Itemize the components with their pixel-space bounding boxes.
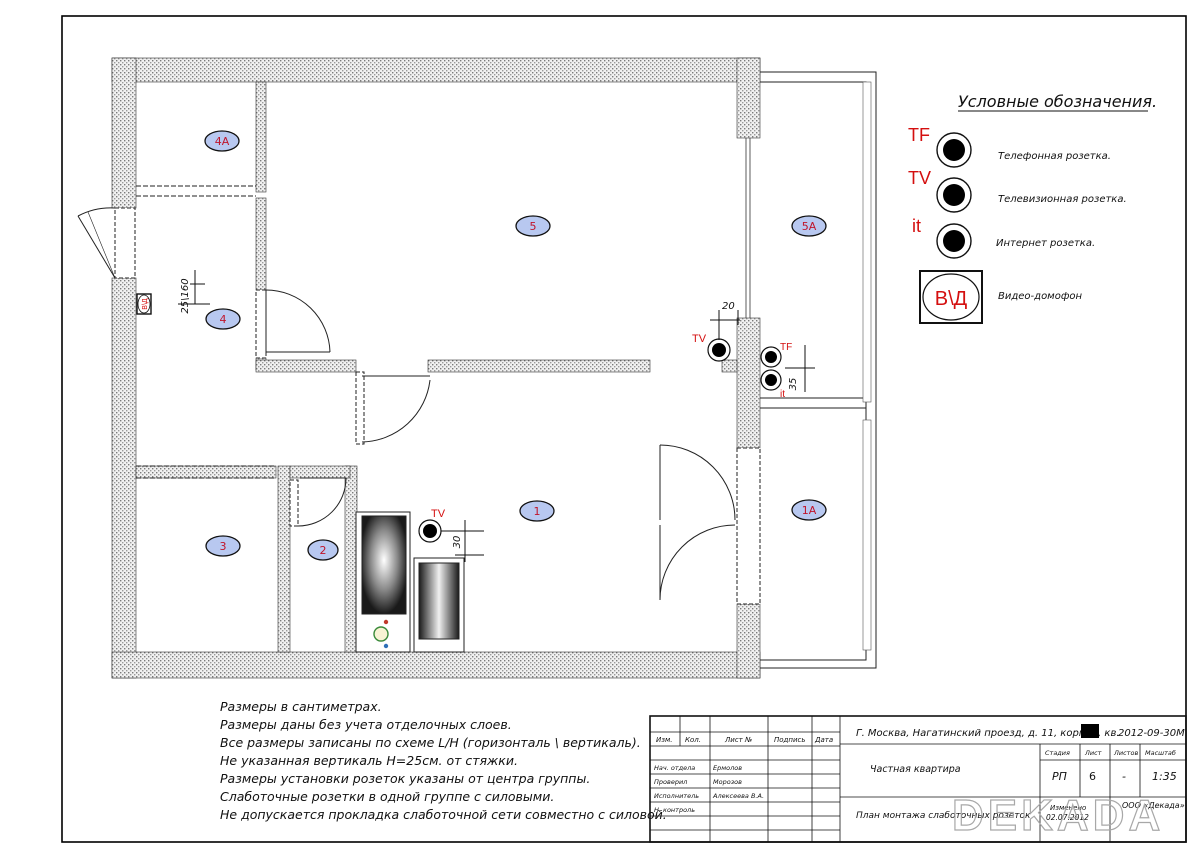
svg-text:Кол.: Кол. xyxy=(685,736,701,744)
svg-text:Изм.: Изм. xyxy=(656,736,672,744)
balcony xyxy=(760,71,877,669)
svg-text:Ермолов: Ермолов xyxy=(713,764,742,772)
room-labels: 4A 5 5A 4 1 1A 3 2 xyxy=(204,130,827,561)
svg-text:Размеры в сантиметрах.: Размеры в сантиметрах. xyxy=(220,699,382,714)
svg-text:it: it xyxy=(912,216,921,236)
svg-text:Листов: Листов xyxy=(1113,749,1138,757)
title-project: Частная квартира xyxy=(870,764,961,775)
svg-text:TV: TV xyxy=(692,333,707,345)
title-sheet: План монтажа слаботочных розеток xyxy=(856,811,1031,821)
room-label-1: 1 xyxy=(519,500,555,522)
dim-tv-kitchen xyxy=(441,520,484,562)
svg-text:TV: TV xyxy=(431,508,446,520)
dim-intercom-text: 25\160 xyxy=(180,278,191,313)
kitchen-appliances xyxy=(355,511,465,653)
svg-text:Дата: Дата xyxy=(814,736,833,744)
legend-item-intercom: В\Д Видео-домофон xyxy=(919,270,1083,324)
svg-text:Лист: Лист xyxy=(1084,749,1102,757)
svg-text:4: 4 xyxy=(220,313,227,326)
svg-text:1:35: 1:35 xyxy=(1152,770,1177,783)
room-label-5: 5 xyxy=(515,215,551,237)
room-label-3: 3 xyxy=(205,535,241,557)
room-label-2: 2 xyxy=(307,539,339,561)
legend-item-it: it Интернет розетка. xyxy=(912,216,1095,259)
svg-text:6: 6 xyxy=(1089,770,1096,783)
walls xyxy=(111,57,761,679)
title-address: Г. Москва, Нагатинский проезд, д. 11, ко… xyxy=(856,728,1120,739)
watermark-logo: DEKADA xyxy=(952,791,1164,840)
room-label-4: 4 xyxy=(205,308,241,330)
dim-group-offset xyxy=(785,345,815,392)
svg-text:Н. контроль: Н. контроль xyxy=(654,806,695,814)
svg-text:2: 2 xyxy=(320,544,327,557)
svg-text:В\Д: В\Д xyxy=(142,298,149,310)
svg-text:Подпись: Подпись xyxy=(774,736,806,744)
svg-text:it: it xyxy=(780,389,785,400)
svg-text:02.07.2012: 02.07.2012 xyxy=(1046,813,1089,822)
svg-text:5A: 5A xyxy=(802,220,817,233)
svg-text:5: 5 xyxy=(530,220,537,233)
svg-text:TV: TV xyxy=(908,168,931,188)
svg-text:TF: TF xyxy=(908,125,930,145)
svg-text:3: 3 xyxy=(220,540,227,553)
notes: Размеры в сантиметрах. Размеры даны без … xyxy=(220,699,667,822)
tf-it-socket-group: TF it xyxy=(760,342,792,400)
legend-item-tv: TV Телевизионная розетка. xyxy=(908,168,1127,213)
svg-text:В\Д: В\Д xyxy=(935,288,968,310)
redacted-block xyxy=(1081,724,1099,738)
svg-text:1A: 1A xyxy=(802,504,817,517)
dim-tv-kitchen-text: 30 xyxy=(452,536,463,549)
svg-text:Все размеры записаны по схеме: Все размеры записаны по схеме L/H (гориз… xyxy=(220,735,641,750)
dim-group-offset-text: 35 xyxy=(788,378,799,391)
title-block: Изм. Кол. Лист № Подпись Дата Нач. отдел… xyxy=(649,715,1187,843)
svg-text:Телевизионная розетка.: Телевизионная розетка. xyxy=(998,194,1127,205)
svg-text:Морозов: Морозов xyxy=(713,778,742,786)
svg-text:Алексеева В.А.: Алексеева В.А. xyxy=(712,792,764,800)
svg-text:Не указанная вертикаль H=25см.: Не указанная вертикаль H=25см. от стяжки… xyxy=(220,753,518,768)
legend-item-tf: TF Телефонная розетка. xyxy=(908,125,1111,168)
svg-text:Проверил: Проверил xyxy=(654,778,687,786)
svg-text:ООО «Декада»: ООО «Декада» xyxy=(1122,801,1185,810)
tv-socket-room5: TV xyxy=(692,333,731,362)
svg-text:Размеры установки розеток указ: Размеры установки розеток указаны от цен… xyxy=(220,771,590,786)
svg-text:Стадия: Стадия xyxy=(1045,749,1070,757)
intercom-socket: В\Д xyxy=(136,293,152,315)
svg-text:TF: TF xyxy=(780,342,792,353)
legend-title: Условные обозначения. xyxy=(958,92,1157,111)
svg-text:Телефонная розетка.: Телефонная розетка. xyxy=(998,151,1111,162)
room-label-5a: 5A xyxy=(791,215,827,237)
room-label-1a: 1A xyxy=(791,499,827,521)
svg-text:4A: 4A xyxy=(215,135,230,148)
svg-text:Интернет розетка.: Интернет розетка. xyxy=(996,238,1095,249)
dim-tv-wall-text: 20 xyxy=(722,301,735,312)
doors xyxy=(77,185,761,605)
svg-text:Исполнитель: Исполнитель xyxy=(654,792,699,800)
room-label-4a: 4A xyxy=(204,130,240,152)
svg-text:Масштаб: Масштаб xyxy=(1145,749,1176,757)
title-code: 2012-09-30М xyxy=(1118,728,1185,739)
tv-socket-kitchen: TV xyxy=(418,508,446,543)
svg-text:Не допускается прокладка слабо: Не допускается прокладка слаботочной сет… xyxy=(220,807,667,822)
svg-text:-: - xyxy=(1122,770,1126,783)
drawing-frame xyxy=(61,15,1187,843)
legend: Условные обозначения. TF Телефонная розе… xyxy=(908,92,1157,324)
svg-text:Лист №: Лист № xyxy=(724,736,752,744)
sockets: В\Д 25\160 TV 20 TF it xyxy=(136,270,815,562)
svg-text:Слаботочные розетки в одной гр: Слаботочные розетки в одной группе с сил… xyxy=(220,789,554,804)
svg-text:Размеры даны без учета отделоч: Размеры даны без учета отделочных слоев. xyxy=(220,717,512,732)
svg-text:1: 1 xyxy=(534,505,541,518)
svg-text:Изменено: Изменено xyxy=(1050,804,1086,812)
window-line xyxy=(745,138,751,318)
svg-text:Видео-домофон: Видео-домофон xyxy=(998,291,1083,302)
dim-tv-wall xyxy=(710,310,740,340)
svg-text:Нач. отдела: Нач. отдела xyxy=(654,764,695,772)
dim-intercom xyxy=(178,270,210,305)
svg-text:РП: РП xyxy=(1052,770,1067,783)
